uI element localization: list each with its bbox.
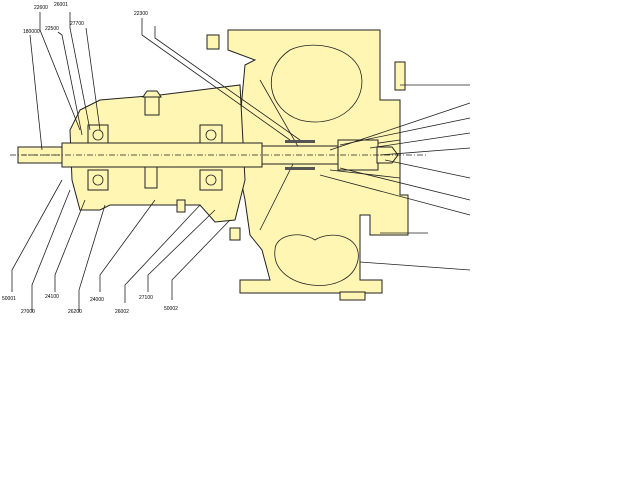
part-label: 22500	[45, 26, 59, 32]
part-label: 26200	[68, 309, 82, 315]
part-label: 26001	[54, 2, 68, 8]
part-label: 27100	[139, 295, 153, 301]
part-label: 22600	[34, 5, 48, 11]
part-label: 22300	[134, 11, 148, 17]
part-label: 27700	[70, 21, 84, 27]
leader-lines	[11, 12, 471, 312]
part-label: 27000	[21, 309, 35, 315]
shaft	[10, 139, 428, 171]
part-label: 26002	[115, 309, 129, 315]
part-label: 180000	[23, 29, 40, 35]
part-label: 24100	[45, 294, 59, 300]
part-label: 50002	[164, 306, 178, 312]
part-label: 50001	[2, 296, 16, 302]
part-label: 24000	[90, 297, 104, 303]
